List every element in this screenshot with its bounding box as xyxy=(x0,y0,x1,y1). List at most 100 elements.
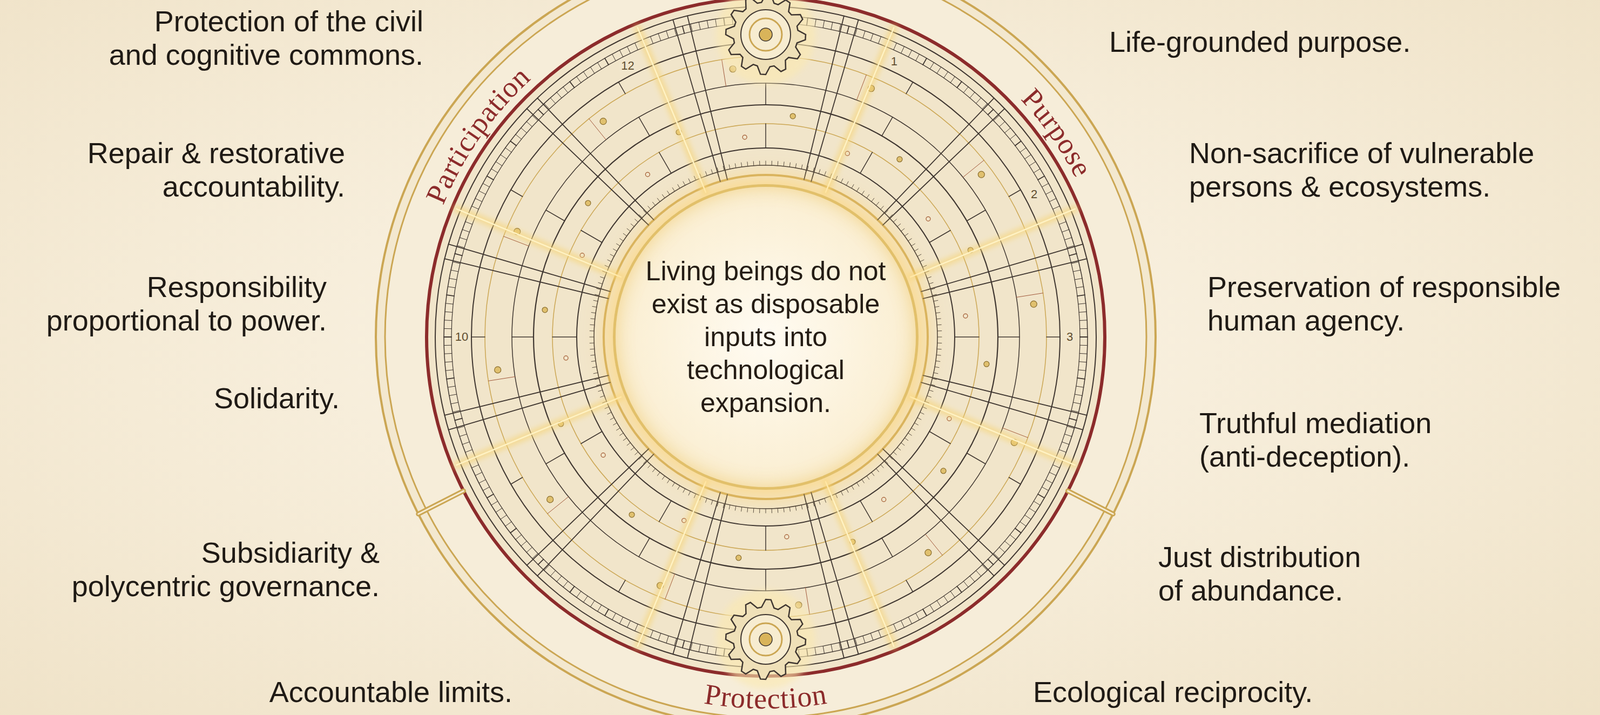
tick-mark xyxy=(487,494,494,498)
tick-mark xyxy=(1004,127,1011,133)
tick-mark xyxy=(626,46,631,54)
gold-stud xyxy=(977,171,985,178)
tick-mark xyxy=(613,248,618,252)
red-stud xyxy=(947,416,952,421)
tick-mark xyxy=(462,229,470,233)
tick-mark xyxy=(870,33,874,41)
tick-mark xyxy=(920,259,924,262)
tick-mark xyxy=(475,472,483,476)
tick-mark xyxy=(1064,434,1072,437)
tick-mark xyxy=(1037,176,1045,180)
tick-mark xyxy=(610,254,614,257)
dial-ring xyxy=(533,104,998,570)
tick-mark xyxy=(847,25,850,34)
tick-mark xyxy=(650,630,653,638)
tick-mark xyxy=(593,300,598,302)
tick-mark xyxy=(1049,198,1057,202)
tick-mark xyxy=(495,508,503,513)
tick-mark xyxy=(728,504,731,510)
principle-text: Subsidiarity & polycentric governance. xyxy=(12,535,380,603)
compartment-line xyxy=(906,579,914,592)
tick-mark xyxy=(500,154,508,159)
tick-mark xyxy=(677,485,680,490)
tick-mark xyxy=(1024,515,1032,520)
tick-mark xyxy=(935,312,941,314)
spoke xyxy=(922,375,1087,416)
tick-mark xyxy=(521,541,528,546)
tick-mark xyxy=(706,20,709,29)
glow-ray xyxy=(825,481,894,647)
gear xyxy=(725,0,806,75)
tick-mark xyxy=(928,282,934,284)
tick-mark xyxy=(550,570,556,577)
tick-mark xyxy=(1015,528,1022,533)
tick-mark xyxy=(443,345,452,346)
tick-mark xyxy=(862,30,866,38)
tick-mark xyxy=(443,336,452,338)
red-stud xyxy=(784,534,789,539)
tick-mark xyxy=(459,237,467,240)
tick-mark xyxy=(688,491,691,496)
spoke xyxy=(448,382,611,430)
outer-gold-ring xyxy=(375,0,1156,715)
callout-number: 2 xyxy=(1028,187,1040,201)
tick-mark xyxy=(1020,521,1026,526)
tick-mark xyxy=(777,508,779,513)
tick-mark xyxy=(880,464,884,468)
tick-mark xyxy=(683,181,686,186)
tick-mark xyxy=(515,534,522,540)
tick-mark xyxy=(1052,206,1061,210)
tick-mark xyxy=(765,508,767,513)
spoke xyxy=(877,454,995,577)
compartment-line xyxy=(966,453,986,464)
gold-stud xyxy=(547,496,554,503)
red-hairline xyxy=(547,496,569,514)
tick-mark xyxy=(915,612,920,620)
tick-mark xyxy=(715,647,717,656)
tick-mark xyxy=(662,475,665,479)
tick-mark xyxy=(666,636,669,644)
red-stud xyxy=(563,355,569,361)
tick-mark xyxy=(491,169,498,173)
tick-mark xyxy=(904,437,908,441)
tick-mark xyxy=(592,306,597,307)
glow-ray xyxy=(456,208,621,278)
compartment-line xyxy=(659,152,672,174)
tick-mark xyxy=(901,46,905,54)
tick-mark xyxy=(904,233,908,236)
tick-mark xyxy=(612,53,617,61)
tick-mark xyxy=(856,187,860,192)
tick-mark xyxy=(667,191,670,195)
spoke xyxy=(672,492,721,654)
tick-mark xyxy=(1045,479,1053,483)
tick-mark xyxy=(922,406,927,409)
tick-mark xyxy=(626,228,631,232)
tick-mark xyxy=(1079,353,1088,355)
tick-mark xyxy=(610,417,614,420)
tick-mark xyxy=(619,433,624,436)
tick-mark xyxy=(471,206,479,210)
tick-mark xyxy=(975,97,981,104)
tick-mark xyxy=(443,328,452,329)
tick-mark xyxy=(937,342,942,344)
tick-mark xyxy=(592,366,597,368)
tick-mark xyxy=(652,201,656,206)
tick-mark xyxy=(1079,345,1088,346)
tick-mark xyxy=(937,336,942,338)
tick-mark xyxy=(505,521,512,526)
spoke xyxy=(921,244,1083,292)
tick-mark xyxy=(835,494,837,498)
arc-heading-text: Protection xyxy=(702,677,830,715)
tick-mark xyxy=(734,163,736,168)
gold-stud xyxy=(585,200,591,206)
tick-mark xyxy=(500,515,508,520)
glow-ray xyxy=(637,27,706,193)
tick-mark xyxy=(526,547,532,552)
tick-mark xyxy=(861,479,864,484)
tick-mark xyxy=(593,372,598,374)
tick-mark xyxy=(789,507,791,512)
tick-mark xyxy=(711,169,713,174)
tick-mark xyxy=(969,576,975,583)
tick-mark xyxy=(871,472,875,476)
tick-mark xyxy=(569,81,575,88)
